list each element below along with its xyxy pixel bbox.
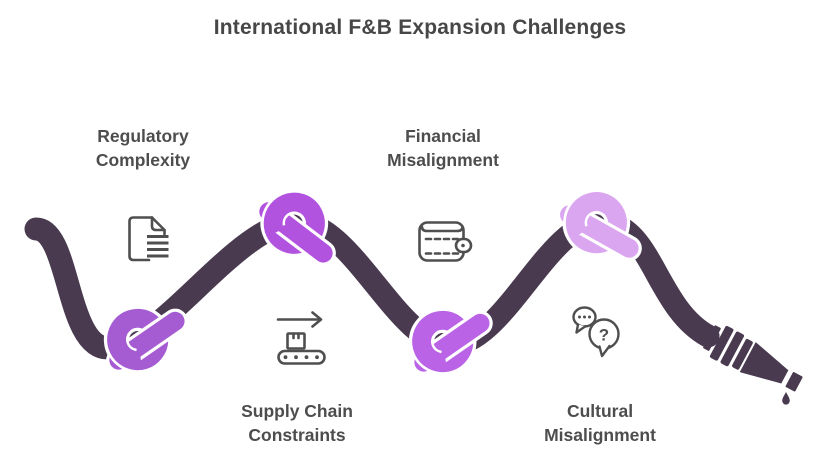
question-mark-glyph: ? xyxy=(599,326,609,345)
knot-cultural xyxy=(567,194,634,267)
document-icon xyxy=(128,216,169,262)
page-title: International F&B Expansion Challenges xyxy=(213,16,627,39)
challenge-label-regulatory-complexity: Regulatory Complexity xyxy=(95,126,191,170)
wallet-icon xyxy=(418,221,473,262)
challenge-label-financial-misalignment: Financial Misalignment xyxy=(387,126,499,170)
knot-financial xyxy=(420,318,483,364)
knot-regulatory xyxy=(115,316,178,362)
knot-supply-chain xyxy=(267,196,329,267)
water-droplet xyxy=(782,392,790,405)
hose-nozzle xyxy=(703,325,803,392)
speech-bubbles-question-icon: ? xyxy=(572,306,620,358)
conveyor-belt-icon xyxy=(276,311,326,365)
challenge-label-cultural-misalignment: Cultural Misalignment xyxy=(544,401,656,445)
challenge-label-supply-chain-constraints: Supply Chain Constraints xyxy=(241,401,353,445)
